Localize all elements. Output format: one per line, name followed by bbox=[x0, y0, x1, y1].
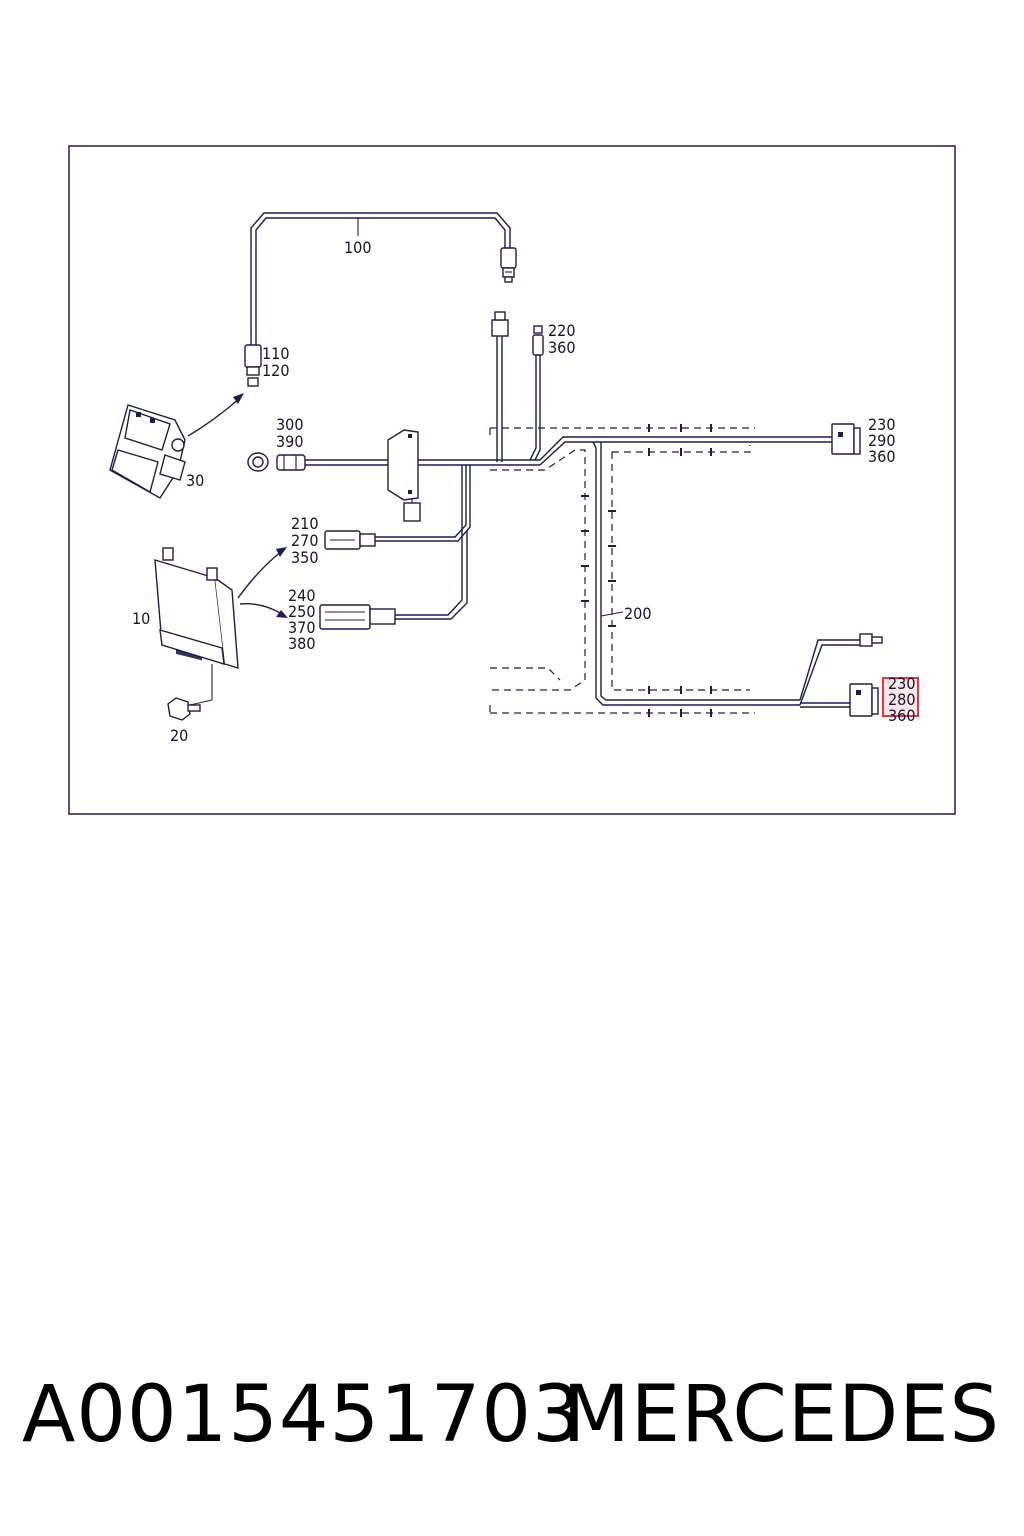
connector-240 bbox=[319, 604, 396, 630]
label-300: 300 bbox=[276, 415, 303, 434]
part-20-bolt bbox=[167, 697, 201, 721]
clip-marks bbox=[581, 424, 712, 717]
label-360-a: 360 bbox=[548, 338, 575, 357]
highlight-box bbox=[882, 677, 919, 717]
label-390: 390 bbox=[276, 432, 303, 451]
part-10-control-unit bbox=[154, 547, 288, 706]
footer: A0015451703 MERCEDES bbox=[0, 1370, 1024, 1470]
connector-230-top bbox=[831, 423, 861, 455]
harness-200 bbox=[305, 335, 860, 708]
label-220: 220 bbox=[548, 321, 575, 340]
connector-210 bbox=[324, 530, 376, 550]
label-210: 210 bbox=[291, 514, 318, 533]
part-number: A0015451703 bbox=[22, 1370, 583, 1460]
callout-labels: 100 110 120 220 360 300 390 30 230 290 3… bbox=[132, 238, 915, 745]
part-30-switch bbox=[109, 393, 244, 499]
label-230-a: 230 bbox=[868, 415, 895, 434]
harness-bracket bbox=[387, 429, 421, 522]
label-100: 100 bbox=[344, 238, 371, 257]
label-20: 20 bbox=[170, 726, 188, 745]
harness-100 bbox=[244, 212, 517, 387]
label-350: 350 bbox=[291, 548, 318, 567]
label-380: 380 bbox=[288, 634, 315, 653]
label-200: 200 bbox=[624, 604, 651, 623]
label-370: 370 bbox=[288, 618, 315, 637]
label-230-b: 230 bbox=[888, 674, 915, 693]
label-250: 250 bbox=[288, 602, 315, 621]
label-120: 120 bbox=[262, 361, 289, 380]
label-280: 280 bbox=[888, 690, 915, 709]
connector-300 bbox=[247, 452, 306, 472]
label-360-b: 360 bbox=[868, 447, 895, 466]
label-30: 30 bbox=[186, 471, 204, 490]
label-10: 10 bbox=[132, 609, 150, 628]
connector-220 bbox=[491, 311, 544, 356]
brand-name: MERCEDES bbox=[562, 1370, 1000, 1460]
label-270: 270 bbox=[291, 531, 318, 550]
connector-230-bottom bbox=[849, 633, 883, 717]
label-290: 290 bbox=[868, 431, 895, 450]
label-360-c: 360 bbox=[888, 706, 915, 725]
label-240: 240 bbox=[288, 586, 315, 605]
label-110: 110 bbox=[262, 344, 289, 363]
